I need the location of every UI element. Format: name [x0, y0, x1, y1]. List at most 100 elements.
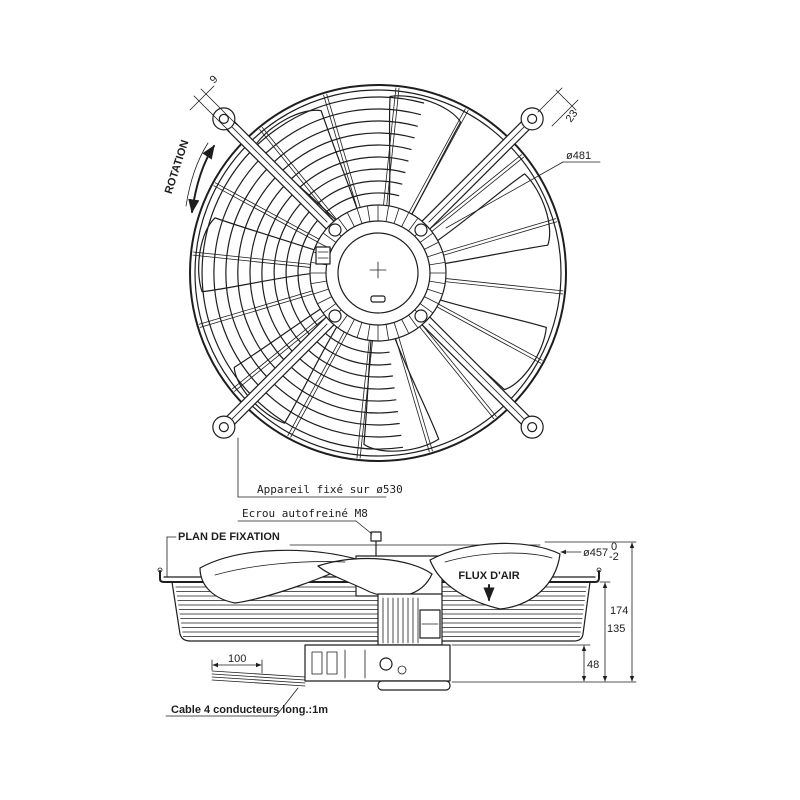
flange-lip [596, 567, 602, 573]
hub-fin [427, 288, 443, 295]
guard-spoke [192, 251, 313, 265]
mount-callout: Appareil fixé sur ø530 [237, 437, 403, 498]
dimension-line [189, 85, 215, 111]
guard-spoke [394, 336, 430, 453]
rotation-label: ROTATION [163, 139, 192, 196]
motor-cooling-fins [382, 597, 419, 644]
hub-inner [337, 232, 419, 314]
fan-blade [198, 217, 320, 293]
guard-spoke [427, 154, 522, 231]
hub-fin [338, 314, 348, 328]
plane-label: PLAN DE FIXATION [178, 531, 280, 543]
guard-spoke [234, 315, 329, 392]
hub-fin [356, 322, 363, 338]
guard-spoke [386, 87, 400, 208]
depth-dimensions: 174 135 48 [451, 541, 637, 683]
guard-ring [213, 108, 421, 438]
blade-fold-line [214, 561, 346, 576]
hub-fin [347, 318, 355, 334]
plane-callout: PLAN DE FIXATION [166, 531, 280, 578]
hub-fin [393, 322, 400, 338]
hub-bolt [328, 309, 342, 323]
hub-fin [385, 206, 389, 223]
terminal-box [315, 246, 331, 265]
mounting-arm-centerline [231, 323, 328, 420]
hub-fin [313, 288, 329, 295]
hub-bolt [414, 223, 428, 237]
side-blade [199, 549, 361, 604]
hub-fin [419, 303, 433, 313]
guard-spoke [261, 127, 339, 222]
leader-line [275, 687, 299, 717]
guard-ring [237, 132, 415, 414]
cable-conductor [211, 670, 306, 678]
guard-spoke [259, 129, 336, 224]
guard-spoke [443, 277, 564, 292]
cable-label: Cable 4 conducteurs long.:1m [171, 704, 328, 716]
nut-callout: Ecrou autofreiné M8 [237, 507, 373, 535]
guard-outer-ring [189, 84, 567, 462]
guard-spoke [410, 109, 469, 217]
mounting-arm-centerline [428, 323, 525, 420]
cable-callout: Cable 4 conducteurs long.:1m [165, 687, 328, 717]
rotation-arrow [188, 144, 215, 214]
front-view: ROTATION 9 23 ø481 Appareil fixé sur ø53… [163, 73, 601, 498]
side-blade [429, 542, 561, 610]
mounting-hole [218, 113, 229, 124]
blade-diameter-tol-upper: 0 [611, 541, 617, 553]
hub-fin [428, 280, 445, 284]
mounting-arm [420, 315, 544, 439]
rotation-arrow-band [185, 142, 209, 207]
hub-fin [317, 296, 333, 304]
guard-rings [201, 96, 425, 450]
guard-spoke [192, 254, 313, 269]
guard-spoke [287, 329, 346, 437]
hub-fin [393, 208, 400, 224]
guard-spoke [326, 93, 362, 210]
hub-fin [419, 233, 433, 243]
lug-offset-value: 23 [564, 108, 581, 125]
motor-depth-value: 48 [587, 659, 599, 671]
hub-fins [310, 205, 446, 341]
guard-ring [249, 144, 412, 402]
motor-detail [311, 651, 323, 675]
nut-label: Ecrou autofreiné M8 [242, 507, 368, 520]
extension-line [193, 95, 230, 132]
leader-line [355, 520, 373, 535]
hub-fin [401, 212, 409, 228]
guard-spoke [440, 218, 557, 254]
self-locking-nut [370, 531, 382, 542]
flange-lip [157, 567, 163, 573]
dimension-line [555, 89, 577, 111]
mounting-lug [212, 107, 236, 131]
cable-conductor [211, 673, 306, 681]
hub-fin [408, 218, 418, 232]
guard-diameter-callout: ø481 [445, 150, 601, 229]
motor-hub [309, 204, 447, 342]
side-view: FLUX D'AIR 100 [157, 507, 637, 717]
mounting-hole [527, 422, 538, 433]
hub-fin [423, 296, 439, 304]
guard-spoke [441, 221, 558, 257]
hub-fin [401, 318, 409, 334]
hub-fin [356, 208, 363, 224]
total-depth-value: 174 [610, 605, 628, 617]
mounting-lug [520, 107, 544, 131]
hub-fin [347, 212, 355, 228]
extension-line [200, 88, 237, 125]
guard-spoke [290, 331, 349, 438]
cable-strip-length: 100 [228, 653, 246, 665]
hub-fin [323, 233, 337, 243]
hub-fin [428, 262, 445, 266]
cable-conductor [211, 679, 306, 687]
rotation-indicator: ROTATION [163, 139, 215, 214]
guard-ring [201, 96, 425, 450]
cable-conductor [211, 676, 306, 684]
guard-spoke [323, 94, 359, 211]
hub-fin [338, 218, 348, 232]
extension-line [537, 87, 563, 113]
mounting-arm-centerline [231, 126, 328, 223]
guard-spoke [420, 322, 497, 417]
hub-fin [367, 206, 371, 223]
guard-spoke [407, 108, 466, 215]
